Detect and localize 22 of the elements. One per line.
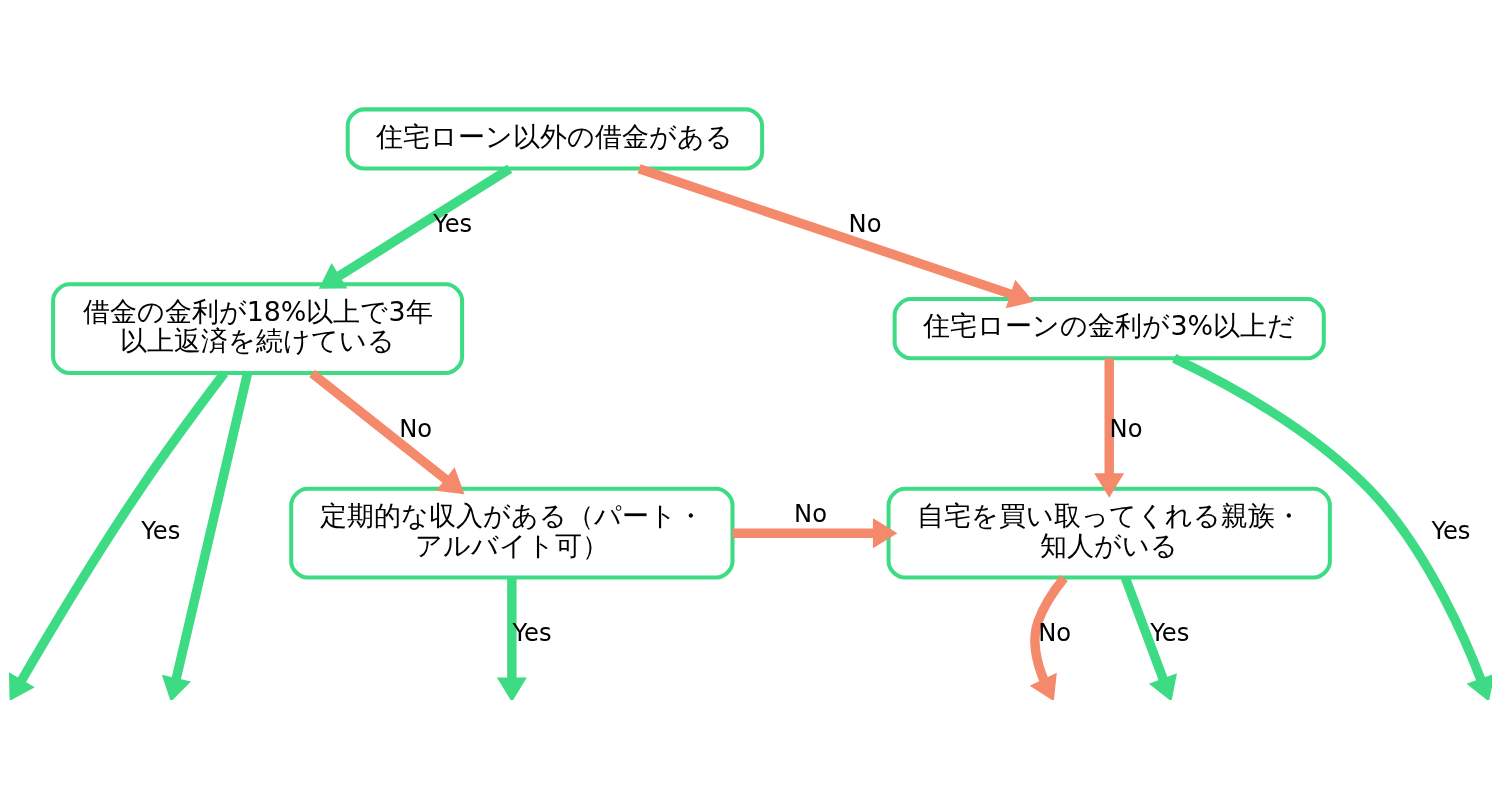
arrow [309, 369, 465, 494]
edge-label: No [399, 414, 433, 443]
edge-label: No [794, 499, 827, 528]
edge-label: Yes [1431, 516, 1471, 545]
arrow [1172, 353, 1492, 700]
arrow [8, 369, 229, 700]
edge-label: No [1038, 618, 1072, 647]
arrow [318, 164, 513, 289]
node-box: 定期的な収入がある（パート・アルバイト可） [289, 486, 735, 580]
node-box: 自宅を買い取ってくれる親族・知人がいる [886, 486, 1332, 580]
node-box: 住宅ローンの金利が3%以上だ [892, 296, 1326, 360]
arrow [1094, 358, 1125, 498]
edge-label: Yes [433, 209, 473, 238]
edge-label: No [848, 209, 882, 238]
edge-label: Yes [1150, 618, 1190, 647]
arrow [1029, 574, 1068, 700]
node-box: 借金の金利が18%以上で3年以上返済を続けている [51, 281, 465, 375]
edge-label: Yes [141, 516, 181, 545]
arrow [496, 577, 527, 700]
arrow [732, 517, 898, 548]
arrow [637, 163, 1034, 308]
node-box: 住宅ローン以外の借金がある [345, 106, 765, 171]
